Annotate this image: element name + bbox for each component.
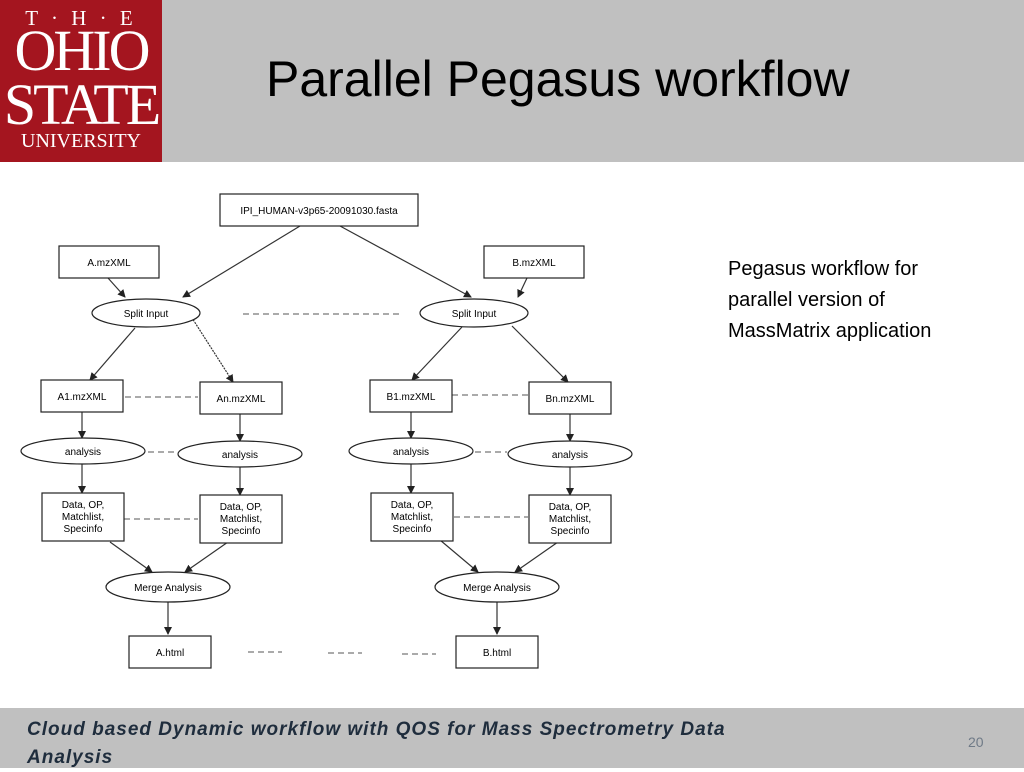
node-a-html <box>128 635 212 669</box>
node-data-a1 <box>41 492 125 542</box>
label-data-bn-line3: Specinfo <box>551 526 590 537</box>
workflow-diagram: IPI_HUMAN-v3p65-20091030.fasta A.mzXML B… <box>0 162 640 708</box>
node-analysis-b1 <box>348 437 474 465</box>
label-data-b1-line3: Specinfo <box>393 524 432 535</box>
label-fasta: IPI_HUMAN-v3p65-20091030.fasta <box>240 206 398 217</box>
logo-ohio: OHIO <box>14 18 151 83</box>
label-data-an-line3: Specinfo <box>222 526 261 537</box>
label-bn-mzxml: Bn.mzXML <box>546 394 595 405</box>
logo-state: STATE <box>3 72 161 137</box>
edge-split-a-a1 <box>89 327 136 381</box>
node-merge-a <box>105 571 231 603</box>
label-an-mzxml: An.mzXML <box>217 394 266 405</box>
label-data-a1-line3: Specinfo <box>64 524 103 535</box>
label-data-b1-line2: Matchlist, <box>391 512 433 523</box>
edge-fasta-split-b <box>339 225 472 298</box>
node-b-html <box>455 635 539 669</box>
edge-data-bn-merge <box>514 541 559 573</box>
label-analysis-b1: analysis <box>393 447 429 458</box>
node-a1-mzxml <box>40 379 124 413</box>
workflow-nodes <box>20 193 633 669</box>
node-split-a <box>91 298 201 328</box>
footer-text: Cloud based Dynamic workflow with QOS fo… <box>27 719 726 768</box>
node-merge-b <box>434 571 560 603</box>
node-data-bn <box>528 494 612 544</box>
edge-amzxml-split-a <box>107 277 126 298</box>
node-data-an <box>199 494 283 544</box>
label-split-b: Split Input <box>452 309 497 320</box>
edge-data-an-merge <box>184 541 229 573</box>
page-number: 20 <box>968 734 984 750</box>
workflow-labels: IPI_HUMAN-v3p65-20091030.fasta A.mzXML B… <box>58 206 595 659</box>
label-data-a1-line1: Data, OP, <box>62 500 105 511</box>
dashed-connectors <box>124 313 528 655</box>
caption-line-2: parallel version of <box>728 289 885 311</box>
edge-data-b1-merge <box>439 539 479 573</box>
edge-fasta-split-a <box>182 225 301 298</box>
node-analysis-bn <box>507 440 633 468</box>
label-b-mzxml: B.mzXML <box>512 258 556 269</box>
edge-split-b-b1 <box>411 326 463 381</box>
label-merge-a: Merge Analysis <box>134 583 202 594</box>
logo-university: UNIVERSITY <box>21 130 141 152</box>
node-b-mzxml <box>483 245 585 279</box>
node-bn-mzxml <box>528 381 612 415</box>
caption-line-3: MassMatrix application <box>728 320 932 342</box>
node-a-mzxml <box>58 245 160 279</box>
node-an-mzxml <box>199 381 283 415</box>
label-analysis-a1: analysis <box>65 447 101 458</box>
slide-header: T · H · E OHIO STATE UNIVERSITY Parallel… <box>0 0 1024 162</box>
node-b1-mzxml <box>369 379 453 413</box>
node-analysis-an <box>177 440 303 468</box>
label-b1-mzxml: B1.mzXML <box>387 392 436 403</box>
edge-bmzxml-split-b <box>517 277 528 298</box>
workflow-edges <box>78 225 574 635</box>
label-data-an-line2: Matchlist, <box>220 514 262 525</box>
label-data-b1-line1: Data, OP, <box>391 500 434 511</box>
node-split-b <box>419 298 529 328</box>
label-a-html: A.html <box>156 648 184 659</box>
label-analysis-bn: analysis <box>552 450 588 461</box>
label-split-a: Split Input <box>124 309 169 320</box>
workflow-diagram-svg: IPI_HUMAN-v3p65-20091030.fasta A.mzXML B… <box>20 193 633 669</box>
node-fasta <box>219 193 419 227</box>
edge-data-a1-merge <box>109 541 153 573</box>
label-a1-mzxml: A1.mzXML <box>58 392 107 403</box>
label-b-html: B.html <box>483 648 511 659</box>
label-analysis-an: analysis <box>222 450 258 461</box>
slide-caption: Pegasus workflow for parallel version of… <box>728 254 998 347</box>
slide-footer: Cloud based Dynamic workflow with QOS fo… <box>0 708 1024 768</box>
label-data-bn-line2: Matchlist, <box>549 514 591 525</box>
label-merge-b: Merge Analysis <box>463 583 531 594</box>
edge-split-b-bn <box>511 325 569 383</box>
label-data-an-line1: Data, OP, <box>220 502 263 513</box>
node-analysis-a1 <box>20 437 146 465</box>
ohio-state-logo: T · H · E OHIO STATE UNIVERSITY <box>0 0 162 162</box>
slide-title: Parallel Pegasus workflow <box>266 51 850 107</box>
label-a-mzxml: A.mzXML <box>87 258 131 269</box>
logo-the: T · H · E <box>25 6 137 30</box>
label-data-bn-line1: Data, OP, <box>549 502 592 513</box>
caption-line-1: Pegasus workflow for <box>728 258 919 280</box>
label-data-a1-line2: Matchlist, <box>62 512 104 523</box>
node-data-b1 <box>370 492 454 542</box>
